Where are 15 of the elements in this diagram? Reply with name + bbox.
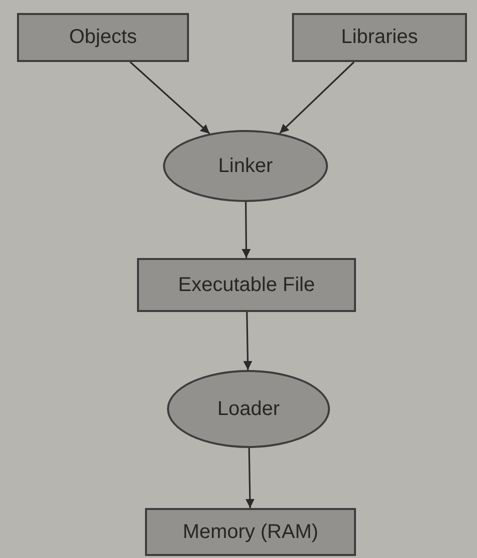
- arrow: [245, 448, 254, 508]
- arrow: [279, 61, 355, 134]
- node-label: Objects: [69, 26, 137, 49]
- node-label: Loader: [217, 398, 280, 420]
- arrow: [243, 312, 252, 370]
- process-box: [292, 13, 467, 62]
- arrow: [242, 202, 251, 258]
- node-label: Memory (RAM): [182, 520, 318, 544]
- node-label: Executable File: [178, 274, 315, 296]
- node-label: Linker: [218, 154, 273, 178]
- arrow: [130, 61, 210, 134]
- process-box: [17, 13, 189, 62]
- node-label: Libraries: [341, 26, 418, 49]
- process-box: [137, 258, 356, 312]
- process-box: [145, 508, 356, 556]
